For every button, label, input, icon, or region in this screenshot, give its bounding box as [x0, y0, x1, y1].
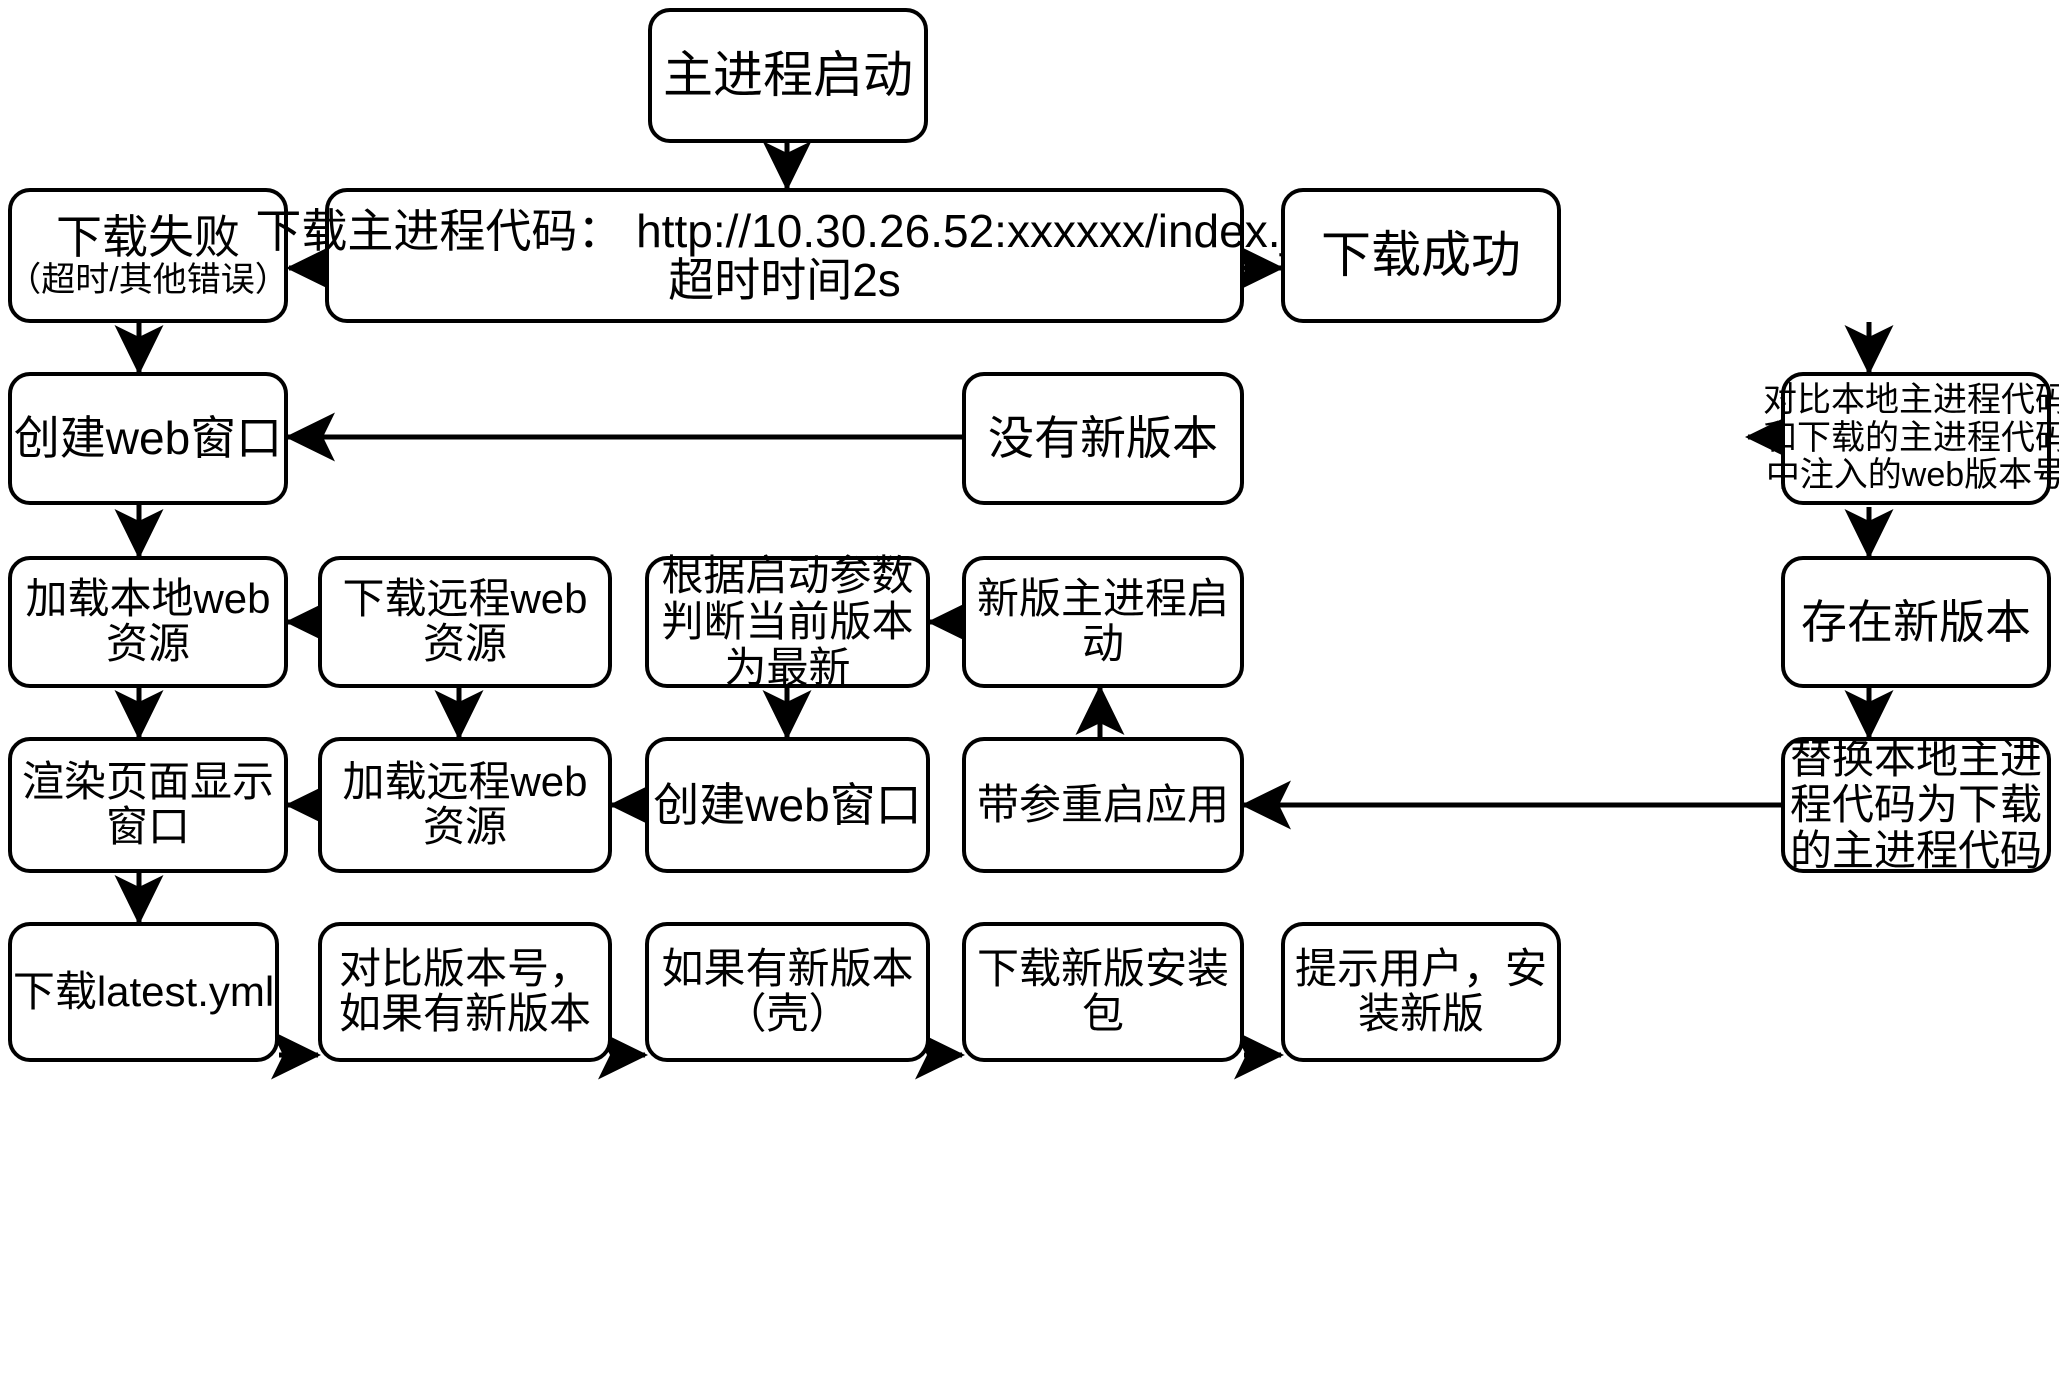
node-label: 下载远程web — [342, 575, 588, 623]
node-if-new-version-shell[interactable]: 如果有新版本 （壳） — [645, 922, 930, 1062]
node-compare-version-number[interactable]: 对比版本号， 如果有新版本 — [318, 922, 612, 1062]
node-notify-user-install[interactable]: 提示用户，安 装新版 — [1281, 922, 1561, 1062]
node-replace-local-main-code[interactable]: 替换本地主进 程代码为下载 的主进程代码 — [1781, 734, 2051, 875]
node-sublabel2: 为最新 — [724, 644, 851, 692]
node-label: 存在新版本 — [1801, 595, 2031, 648]
node-load-local-web-res[interactable]: 加载本地web 资源 — [8, 556, 288, 688]
node-label: 如果有新版本 — [661, 945, 914, 993]
node-label: 主进程启动 — [663, 47, 913, 103]
node-label: 下载成功 — [1321, 227, 1521, 283]
node-sublabel: 资源 — [105, 620, 190, 667]
node-label: 加载本地web — [25, 575, 271, 623]
node-label: 没有新版本 — [988, 412, 1218, 465]
node-label: 带参重启应用 — [976, 780, 1229, 828]
node-download-new-installer[interactable]: 下载新版安装 包 — [962, 922, 1244, 1062]
node-sublabel: 判断当前版本 — [661, 597, 914, 645]
node-new-main-process-start[interactable]: 新版主进程启 动 — [962, 556, 1244, 688]
node-sublabel: 和下载的主进程代码 — [1763, 418, 2059, 457]
node-create-web-window-2[interactable]: 创建web窗口 — [645, 737, 930, 873]
node-sublabel2: 的主进程代码 — [1789, 827, 2042, 875]
node-download-success[interactable]: 下载成功 — [1281, 188, 1561, 323]
node-sublabel: 资源 — [422, 620, 507, 667]
node-label: 下载新版安装 — [976, 945, 1229, 993]
node-label: 下载主进程代码： http://10.30.26.52:xxxxxx/index… — [255, 204, 1314, 257]
node-download-latest-yml[interactable]: 下载latest.yml — [8, 922, 279, 1062]
node-label: 渲染页面显示 — [21, 758, 274, 806]
node-sublabel2: 中注入的web版本号 — [1765, 456, 2059, 495]
node-download-remote-web-res[interactable]: 下载远程web 资源 — [318, 556, 612, 688]
node-label: 下载latest.yml — [12, 967, 275, 1015]
node-restart-with-params[interactable]: 带参重启应用 — [962, 737, 1244, 873]
node-sublabel: 超时时间2s — [668, 253, 901, 306]
node-label: 下载失败 — [56, 211, 240, 264]
node-sublabel: 装新版 — [1357, 990, 1484, 1037]
node-judge-current-latest[interactable]: 根据启动参数 判断当前版本 为最新 — [645, 551, 930, 692]
node-sublabel: 资源 — [422, 803, 507, 850]
node-sublabel: 包 — [1081, 990, 1124, 1037]
node-main-process-start[interactable]: 主进程启动 — [648, 8, 928, 143]
node-load-remote-web-res[interactable]: 加载远程web 资源 — [318, 737, 612, 873]
node-label: 创建web窗口 — [653, 778, 922, 831]
node-sublabel: 程代码为下载 — [1789, 780, 2042, 828]
node-label: 创建web窗口 — [13, 412, 283, 465]
node-download-fail[interactable]: 下载失败 （超时/其他错误） — [7, 188, 289, 323]
node-label: 新版主进程启 — [976, 575, 1229, 623]
node-download-main-code[interactable]: 下载主进程代码： http://10.30.26.52:xxxxxx/index… — [255, 188, 1314, 323]
node-render-page-window[interactable]: 渲染页面显示 窗口 — [8, 737, 288, 873]
node-sublabel: 动 — [1081, 620, 1124, 667]
node-label: 对比版本号， — [338, 945, 591, 993]
node-label: 替换本地主进 — [1789, 734, 2042, 782]
node-no-new-version[interactable]: 没有新版本 — [962, 372, 1244, 505]
node-compare-web-version[interactable]: 对比本地主进程代码 和下载的主进程代码 中注入的web版本号 — [1763, 372, 2059, 505]
node-has-new-version[interactable]: 存在新版本 — [1781, 556, 2051, 688]
node-sublabel: 窗口 — [105, 803, 190, 850]
node-sublabel: 如果有新版本 — [338, 990, 591, 1037]
node-label: 对比本地主进程代码 — [1763, 381, 2059, 420]
node-label: 根据启动参数 — [661, 551, 914, 599]
node-sublabel: （壳） — [724, 990, 851, 1037]
node-sublabel: （超时/其他错误） — [7, 260, 289, 299]
node-create-web-window[interactable]: 创建web窗口 — [8, 372, 288, 505]
node-label: 加载远程web — [342, 758, 588, 806]
node-label: 提示用户，安 — [1294, 945, 1547, 993]
